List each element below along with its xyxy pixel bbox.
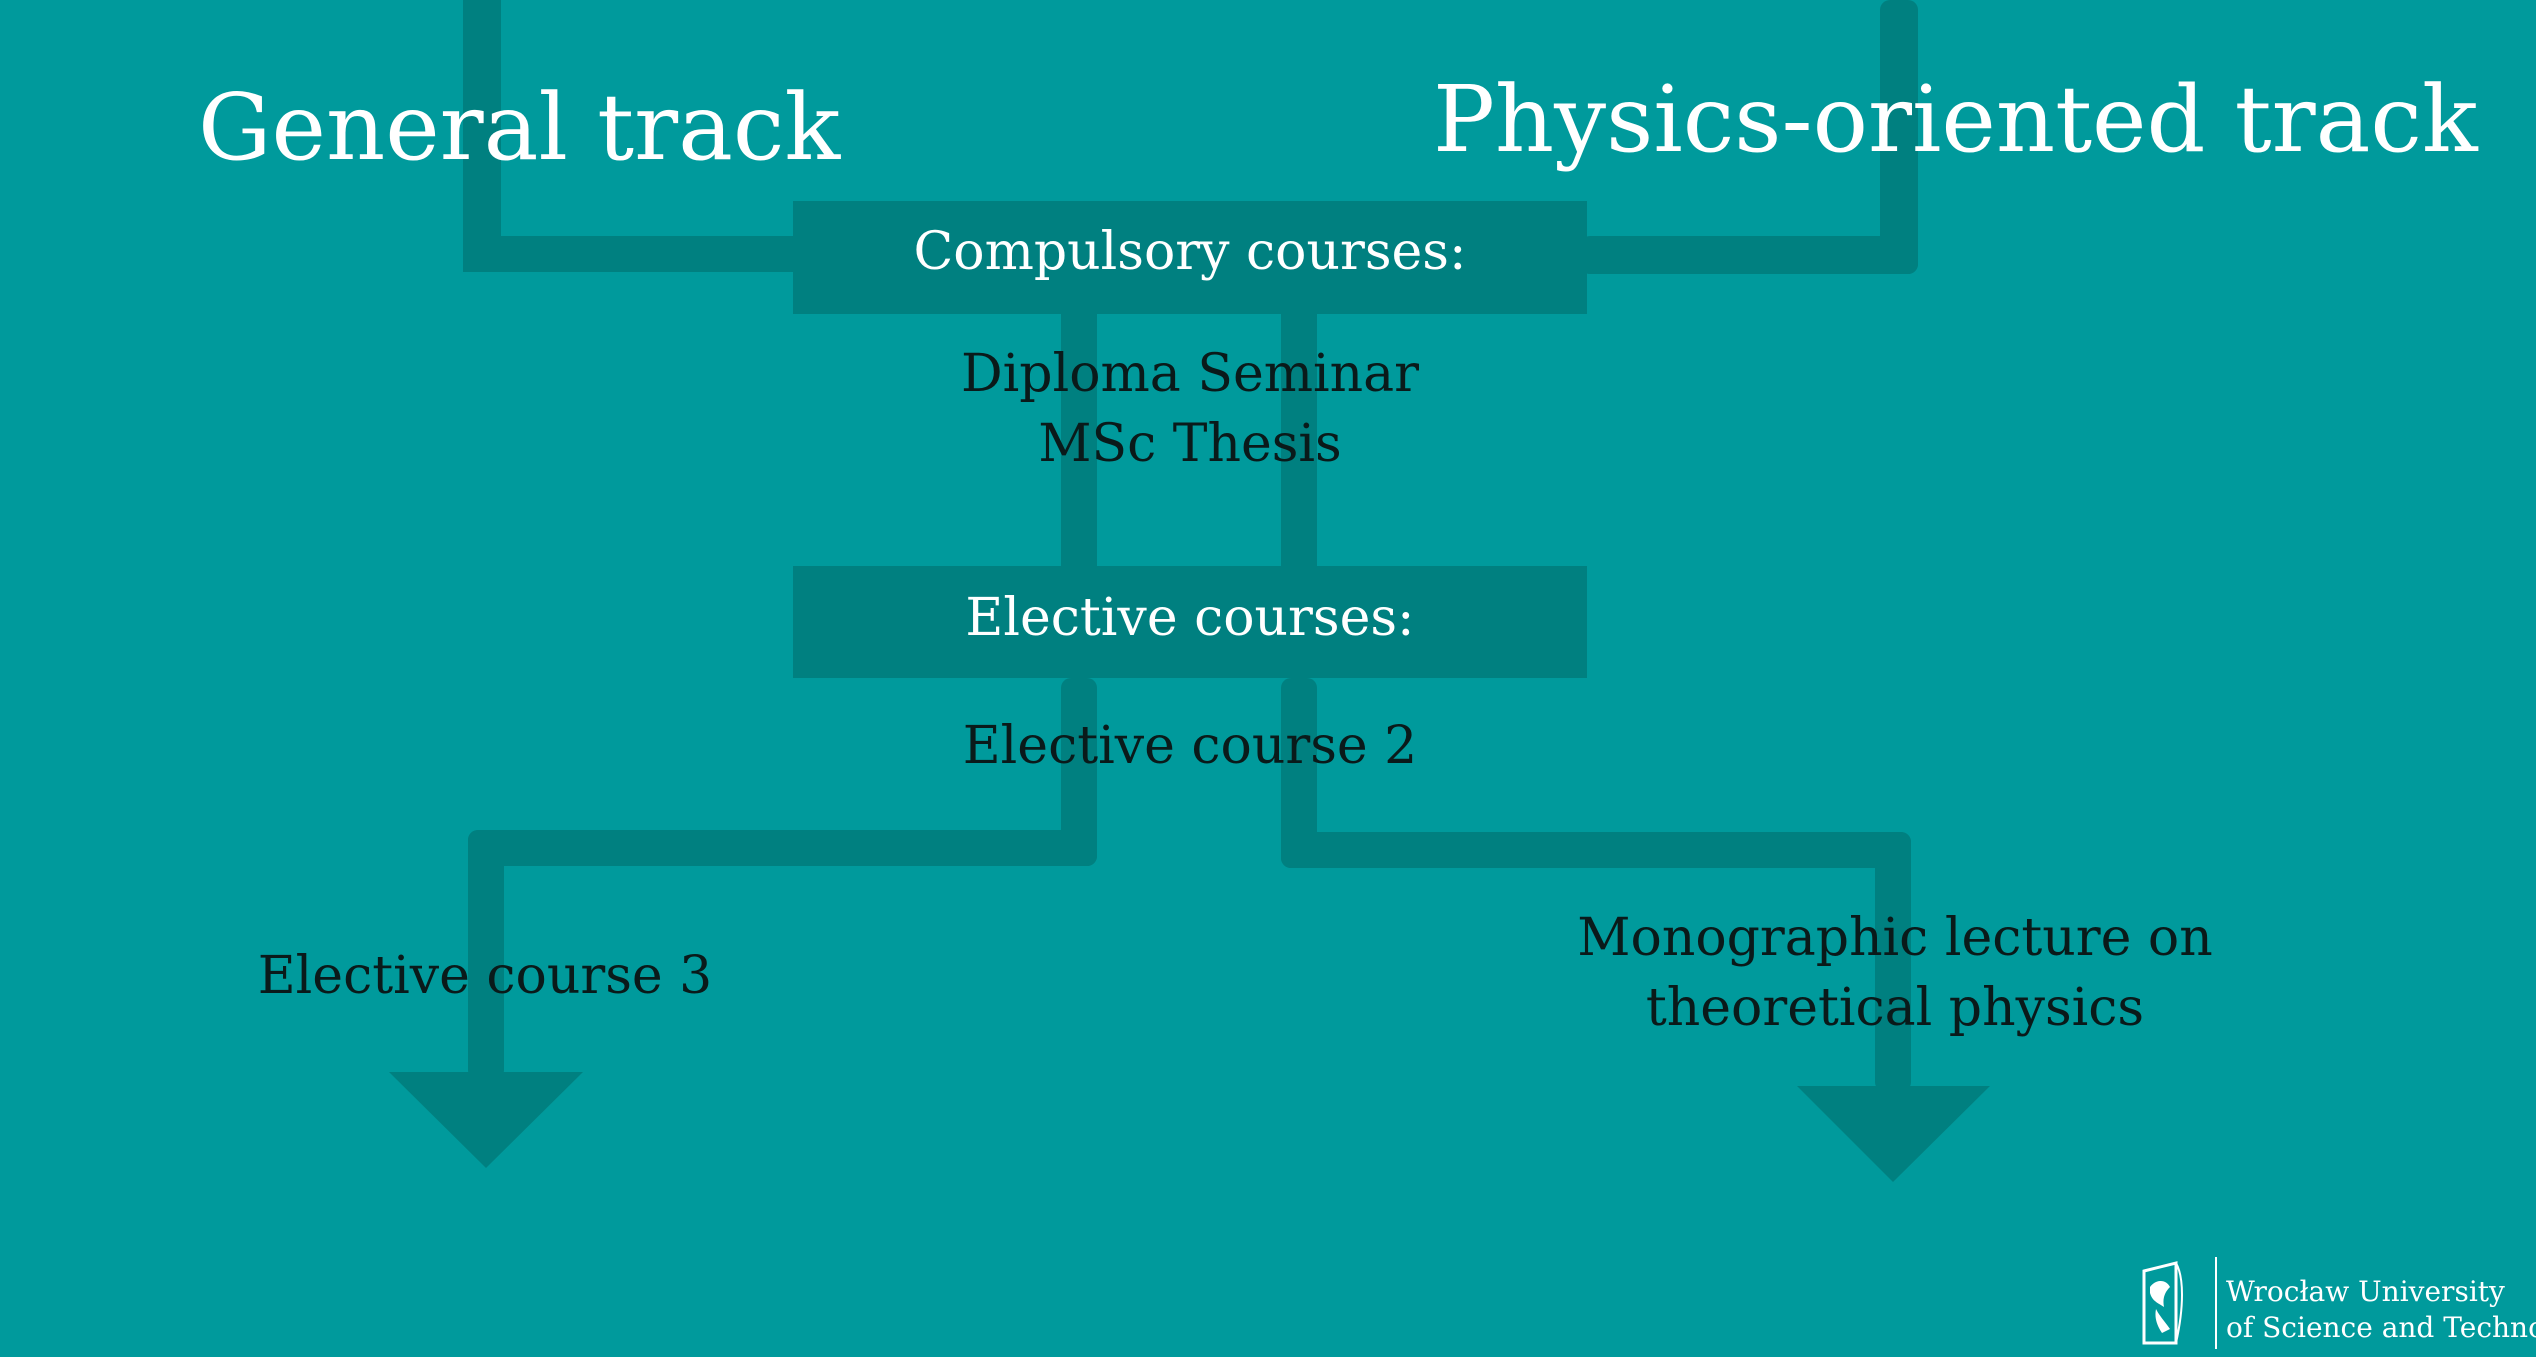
branch-line-right-vertical [1281,678,1317,868]
university-logo: Wrocław University of Science and Techno… [2126,1247,2536,1357]
physics-track-title: Physics-oriented track [1433,66,2478,173]
eagle-crest-icon [2142,1257,2217,1349]
monographic-lecture-line-2: theoretical physics [1645,978,2145,1038]
physics-track-connector [1580,236,1918,274]
flow-line-right [1281,314,1317,566]
branch-line-left-vertical [1061,678,1097,866]
arrow-head-left [389,1072,583,1168]
compulsory-item-2: MSc Thesis [1038,414,1342,474]
compulsory-item-1: Diploma Seminar [960,344,1420,404]
general-track-title: General track [198,74,841,181]
logo-line-1: Wrocław University [2226,1275,2505,1308]
elective-label: Elective courses: [965,588,1415,648]
branch-line-left-down [468,830,504,1080]
monographic-lecture-line-1: Monographic lecture on [1577,908,2213,968]
elective-course-3: Elective course 3 [257,946,713,1006]
flow-line-left [1061,314,1097,566]
arrow-head-right [1797,1086,1990,1182]
branch-line-left-horizontal [468,830,1097,866]
branch-line-right-horizontal [1281,832,1911,868]
physics-track-line [1880,0,1918,274]
compulsory-box [793,201,1587,314]
general-track-connector [463,236,803,272]
branch-line-right-down [1875,832,1911,1092]
general-track-line [463,0,501,272]
compulsory-label: Compulsory courses: [913,222,1467,282]
elective-box [793,566,1587,678]
logo-line-2: of Science and Technology [2226,1311,2536,1344]
elective-course-2: Elective course 2 [962,716,1418,776]
